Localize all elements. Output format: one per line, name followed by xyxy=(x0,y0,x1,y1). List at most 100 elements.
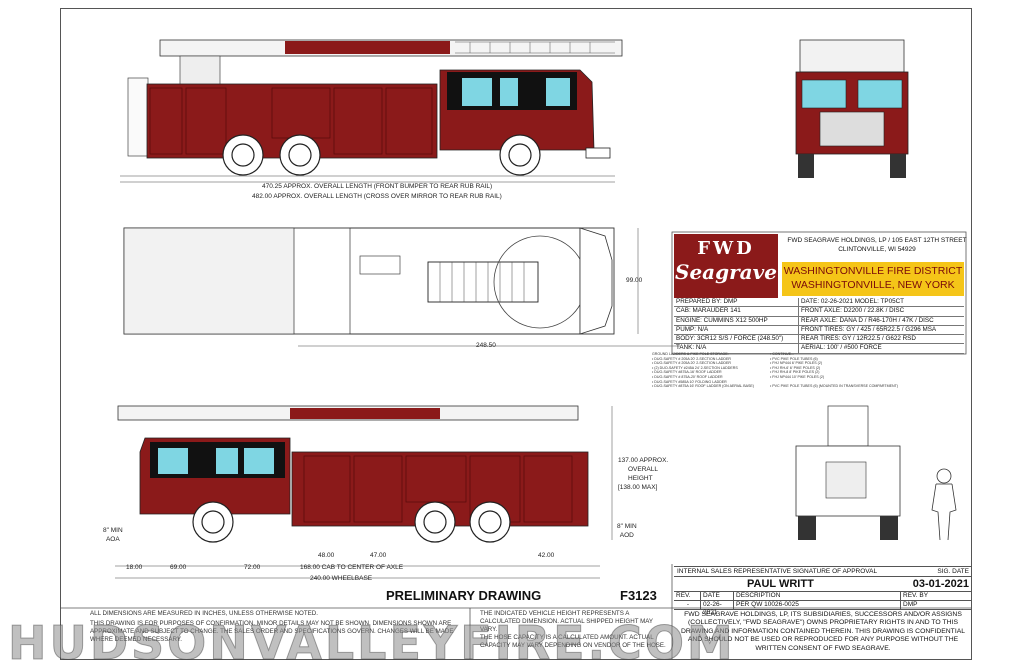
spec-row: BODY: 3CR12 S/S / FORCE (248.50")REAR TI… xyxy=(674,335,964,345)
note-line: • FHJ RH-8 8' PIKE POLES (2) xyxy=(770,370,820,375)
dim-69: 69.00 xyxy=(170,564,187,571)
note-line: • PVC PIKE POLE TUBES (6) (MOUNTED IN TR… xyxy=(770,384,898,389)
top-view xyxy=(123,227,680,347)
customer-line-1: WASHINGTONVILLE FIRE DISTRICT xyxy=(783,265,963,277)
rev-cell: PER QW 10026-0025 xyxy=(734,601,901,609)
signer-name: PAUL WRITT xyxy=(747,578,814,590)
spec-left: TANK: N/A xyxy=(674,344,799,353)
spec-right: FRONT TIRES: GY / 425 / 65R22.5 / G296 M… xyxy=(801,325,937,333)
spec-right: REAR AXLE: DANA D / R46-170H / 47K / DIS… xyxy=(801,316,934,324)
dim-48: 48.00 xyxy=(318,552,335,559)
width-dimension: 99.00 xyxy=(626,277,643,284)
sig-date-label: SIG. DATE xyxy=(937,568,969,575)
aod-line-1: 8" MIN xyxy=(617,523,637,530)
body-length-dimension: 248.50 xyxy=(476,342,496,349)
side-view-right xyxy=(120,39,623,183)
note-line: • DUO-SAFETY # 205A 20' 2-SECTION LADDER xyxy=(652,361,731,366)
height-line-4: [138.00 MAX] xyxy=(618,484,658,491)
pole-notes: • CONTINUE... • PVC PIKE POLE TUBES (6) … xyxy=(770,352,898,389)
signature-date: 03-01-2021 xyxy=(912,578,969,590)
drawing-number: F3123 xyxy=(620,588,657,603)
note-line: • DUO-SAFETY #585A 10' FOLDING LADDER xyxy=(652,379,727,384)
spec-right: REAR TIRES: GY / 12R22.5 / G622 RSD xyxy=(801,335,916,343)
rev-header: DATE xyxy=(701,592,734,600)
rev-header: REV. BY xyxy=(903,592,929,599)
dim-42: 42.00 xyxy=(538,552,555,559)
note-line: • CONTINUE... xyxy=(770,352,795,356)
revision-header-row: REV. DATE DESCRIPTION REV. BY xyxy=(674,592,972,601)
note-line: • FHJ NP444 6' PIKE POLES (2) xyxy=(770,361,823,366)
rev-cell: 02-26-2021 xyxy=(701,601,734,616)
overall-length-bumper: 470.25 APPROX. OVERALL LENGTH (FRONT BUM… xyxy=(262,183,493,190)
logo-seagrave: Seagrave xyxy=(675,260,777,284)
note-line: • FHJ NP444 10' PIKE POLES (2) xyxy=(770,374,825,379)
note-line: GROUND LADDERS & PIKE POLE STORAGE: xyxy=(652,352,729,356)
note-line: • DUO-SAFETY # 205A 20' 2-SECTION LADDER xyxy=(652,356,731,361)
rev-header: REV. xyxy=(674,592,701,600)
watermark: HUDSONVALLEYFIRE.COM xyxy=(8,616,736,670)
spec-left: CAB: MARAUDER 141 xyxy=(674,307,799,316)
dim-18: 18.00 xyxy=(126,564,143,571)
drawing-sheet xyxy=(60,8,972,660)
spec-left: PUMP: N/A xyxy=(674,325,799,335)
height-dimension: 137.00 APPROX. OVERALL HEIGHT [138.00 MA… xyxy=(618,456,668,492)
note-line: • DUO-SAFETY # 875A-20' ROOF LADDER xyxy=(652,374,723,379)
revision-row: - 02-26-2021 PER QW 10026-0025 DMP xyxy=(674,601,972,616)
signature-header: INTERNAL SALES REPRESENTATIVE SIGNATURE … xyxy=(674,567,972,577)
aoa-line-2: AOA xyxy=(105,536,120,543)
front-view xyxy=(795,39,909,178)
wheelbase-dimension: 240.00 WHEELBASE xyxy=(310,575,373,582)
address-line-2: CLINTONVILLE, WI 54929 xyxy=(838,246,916,253)
note-line: • DUO-SAFETY #875A 16' ROOF LADDER (ON A… xyxy=(652,384,755,389)
rev-cell: - xyxy=(674,601,701,609)
spec-right: FRONT AXLE: D2200 / 22.8K / DISC xyxy=(801,307,905,315)
note-line: • FHJ RH-6' 6' PIKE POLES (2) xyxy=(770,365,821,370)
spec-left: PREPARED BY: DMP xyxy=(674,298,799,307)
note-line: • (2) DUO-SAFETY #245A 24' 2-SECTION LAD… xyxy=(652,365,738,370)
rev-cell: DMP xyxy=(903,601,918,608)
company-address: FWD SEAGRAVE HOLDINGS, LP / 105 EAST 12T… xyxy=(782,236,972,254)
height-line-1: 137.00 APPROX. xyxy=(618,457,669,464)
footer-confirmation-note: THIS DRAWING IS FOR PURPOSES OF CONFIRMA… xyxy=(90,620,454,643)
side-view-left xyxy=(115,405,613,579)
rear-view xyxy=(795,405,901,540)
aoa-dimension: 8" MIN AOA xyxy=(103,526,123,544)
spec-left: BODY: 3CR12 S/S / FORCE (248.50") xyxy=(674,335,799,344)
overall-length-mirror: 482.00 APPROX. OVERALL LENGTH (CROSS OVE… xyxy=(252,193,502,200)
firefighter-figure xyxy=(931,468,957,541)
spec-left: ENGINE: CUMMINS X12 500HP xyxy=(674,316,799,325)
footer-dimensions-note: ALL DIMENSIONS ARE MEASURED IN INCHES, U… xyxy=(90,610,318,617)
note-line: • DUO-SAFETY #875A-16' ROOF LADDER xyxy=(652,370,722,375)
ladder-notes: GROUND LADDERS & PIKE POLE STORAGE: • DU… xyxy=(652,352,754,389)
spec-right: AERIAL: 100' / #500 FORCE xyxy=(801,344,882,352)
dim-47: 47.00 xyxy=(370,552,387,559)
logo-fwd: FWD xyxy=(697,238,755,259)
customer-banner: WASHINGTONVILLE FIRE DISTRICT WASHINGTON… xyxy=(782,262,964,296)
address-line-1: FWD SEAGRAVE HOLDINGS, LP / 105 EAST 12T… xyxy=(787,237,967,244)
customer-line-2: WASHINGTONVILLE, NEW YORK xyxy=(791,279,955,291)
aod-line-2: AOD xyxy=(619,532,634,539)
title-block-frame xyxy=(60,231,972,660)
signature-header-label: INTERNAL SALES REPRESENTATIVE SIGNATURE … xyxy=(677,568,878,575)
spec-right: DATE: 02-26-2021 MODEL: TP05CT xyxy=(801,298,905,305)
dim-72: 72.00 xyxy=(244,564,261,571)
signature-block: INTERNAL SALES REPRESENTATIVE SIGNATURE … xyxy=(674,566,972,616)
drawing-title: PRELIMINARY DRAWING xyxy=(386,588,542,603)
cab-to-axle-dimension: 168.00 CAB TO CENTER OF AXLE xyxy=(300,564,404,571)
aoa-line-1: 8" MIN xyxy=(103,527,123,534)
height-line-3: HEIGHT xyxy=(628,475,653,482)
note-line: • PVC PIKE POLE TUBES (6) xyxy=(770,356,818,361)
signature-values: PAUL WRITT 03-01-2021 xyxy=(674,577,972,592)
height-line-2: OVERALL xyxy=(628,466,658,473)
seagrave-logo: FWD Seagrave xyxy=(674,234,778,298)
footer-height-note: THE INDICATED VEHICLE HEIGHT REPRESENTS … xyxy=(480,610,653,633)
aod-dimension: 8" MIN AOD xyxy=(617,522,637,540)
footer-hose-note: THE HOSE CAPACITY IS A CALCULATED AMOUNT… xyxy=(480,634,666,649)
